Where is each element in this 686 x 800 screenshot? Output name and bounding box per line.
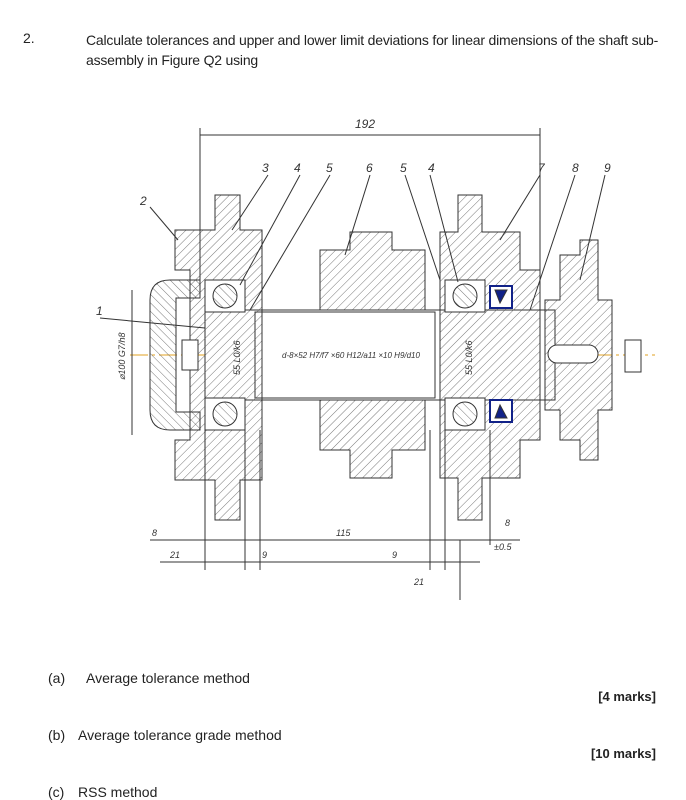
fit-left-label: ⌀100 G7/h8 [117, 333, 127, 380]
dim-8-left: 8 [152, 528, 157, 538]
dim-115: 115 [336, 528, 351, 538]
top-dimension-label: 192 [355, 117, 375, 131]
part-label-9: 9 [604, 161, 611, 175]
spline-designation-label: d-8×52 H7/f7 ×60 H12/a11 ×10 H9/d10 [282, 351, 421, 360]
dim-8-right: 8 [505, 518, 510, 528]
part-c-text: RSS method [78, 784, 158, 800]
dim-tolerance: ±0.5 [494, 542, 512, 552]
part-b-text: Average tolerance grade method [78, 727, 282, 743]
part-b-marks: [10 marks] [590, 746, 656, 761]
part-a-label: (a) [48, 670, 66, 686]
question-text: Calculate tolerances and upper and lower… [86, 32, 659, 68]
part-label-3: 3 [262, 161, 269, 175]
question-number: 2. [23, 30, 35, 46]
part-b-label: (b) [48, 727, 66, 743]
shaft-assembly-drawing: 192 1 2 3 4 5 6 5 4 7 8 9 ⌀100 G7/h8 55 … [96, 117, 655, 600]
dim-21-right: 21 [413, 577, 424, 587]
part-label-5: 5 [326, 161, 333, 175]
bearing-fit-right-label: 55 L0/k6 [464, 340, 474, 375]
part-c-label: (c) [48, 784, 65, 800]
bearing-fit-left-label: 55 L0/k6 [232, 340, 242, 375]
part-label-7: 7 [538, 161, 546, 175]
part-label-4: 4 [294, 161, 301, 175]
dim-21-left: 21 [169, 550, 180, 560]
part-a-text: Average tolerance method [86, 670, 250, 686]
part-a-marks: [4 marks] [598, 689, 656, 704]
part-label-4b: 4 [428, 161, 435, 175]
part-label-8: 8 [572, 161, 579, 175]
part-label-1: 1 [96, 304, 103, 318]
dim-9-left: 9 [262, 550, 267, 560]
part-label-2: 2 [139, 194, 147, 208]
dim-9-right: 9 [392, 550, 397, 560]
part-label-6: 6 [366, 161, 373, 175]
part-label-5b: 5 [400, 161, 407, 175]
